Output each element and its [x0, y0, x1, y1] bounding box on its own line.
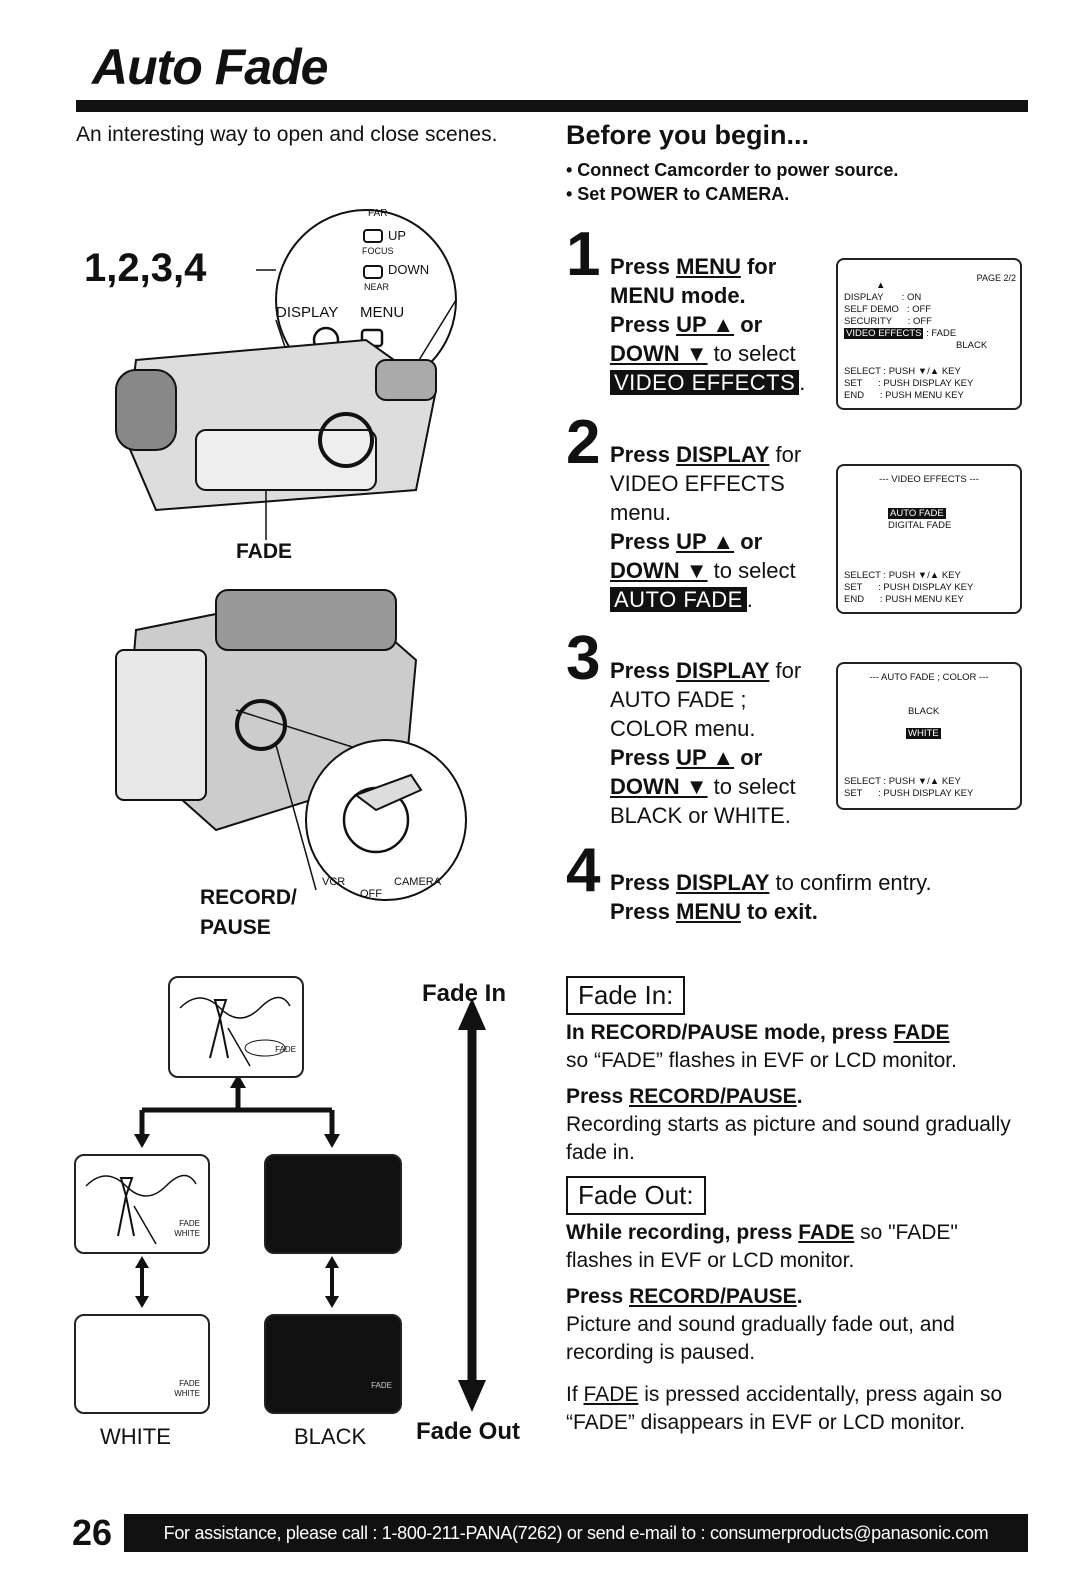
fade-in-heading: Fade In:: [566, 976, 686, 1015]
far-label: FAR: [368, 208, 388, 219]
before-you-begin-heading: Before you begin...: [566, 120, 810, 150]
fade-out-label: Fade Out: [416, 1418, 521, 1445]
step-reference-numbers: 1,2,3,4: [84, 246, 207, 290]
assistance-footer: For assistance, please call : 1-800-211-…: [124, 1514, 1028, 1552]
menu-label: MENU: [360, 304, 405, 321]
fade-indicator: FADE: [275, 1045, 296, 1054]
step-number: 4: [566, 836, 601, 905]
focus-label: FOCUS: [362, 246, 394, 256]
intro-text: An interesting way to open and close sce…: [76, 123, 498, 146]
fade-label: FADE: [236, 540, 293, 563]
fade-flow-arrows: [134, 998, 486, 1412]
up-label: UP: [388, 228, 407, 243]
down-label: DOWN: [388, 262, 430, 277]
record-pause-label-line2: PAUSE: [200, 916, 271, 939]
fade-indicator: FADE: [179, 1219, 200, 1228]
white-indicator: WHITE: [174, 1229, 200, 1238]
selection-highlight: AUTO FADE: [610, 587, 747, 612]
step-4-text: Press DISPLAY to confirm entry. Press ME…: [610, 870, 932, 924]
fade-in-label: Fade In: [422, 980, 507, 1007]
fade-out-heading: Fade Out:: [566, 1176, 706, 1215]
vcr-label: VCR: [322, 876, 346, 888]
step-3-text: Press DISPLAY for AUTO FADE ; COLOR menu…: [610, 658, 802, 828]
fade-indicator: FADE: [371, 1381, 392, 1390]
step-number: 1: [566, 220, 601, 289]
off-label: OFF: [360, 888, 382, 900]
prerequisite-item: • Connect Camcorder to power source.: [566, 160, 899, 180]
fade-out-section: Fade Out: While recording, press FADE so…: [566, 1176, 1036, 1437]
display-label: DISPLAY: [276, 304, 339, 321]
camcorder-illustration: 1,2,3,4 FAR UP FOCUS DOWN NEAR DISPLAY M…: [76, 190, 536, 950]
golfer-scene-picture: [85, 1174, 197, 1245]
page-title: Auto Fade: [92, 39, 328, 95]
video-effects-menu-screen: --- VIDEO EFFECTS --- AUTO FADE DIGITAL …: [836, 464, 1022, 614]
fade-in-section: Fade In: In RECORD/PAUSE mode, press FAD…: [566, 976, 1036, 1167]
near-label: NEAR: [364, 282, 390, 292]
step-1-text: Press MENU for MENU mode. Press UP ▲ or …: [610, 254, 806, 395]
white-monitor: FADE WHITE: [74, 1314, 210, 1414]
white-indicator: WHITE: [174, 1389, 200, 1398]
step-number: 2: [566, 408, 601, 477]
white-label: WHITE: [100, 1424, 171, 1449]
auto-fade-color-menu-screen: --- AUTO FADE ; COLOR --- BLACK WHITE SE…: [836, 662, 1022, 810]
page-number: 26: [72, 1512, 113, 1553]
step-2-text: Press DISPLAY for VIDEO EFFECTS menu. Pr…: [610, 442, 802, 612]
fade-diagram: FADE FADE WHITE FADE WHITE FADE WHITE BL…: [70, 970, 550, 1470]
selection-highlight: VIDEO EFFECTS: [610, 370, 800, 395]
camera-label: CAMERA: [394, 876, 442, 888]
black-monitor: FADE: [264, 1314, 402, 1414]
record-pause-label-line1: RECORD/: [200, 886, 297, 909]
scene-monitor-fade-in: FADE: [168, 976, 304, 1078]
menu-screen-page-2: PAGE 2/2 ▲ DISPLAY : ON SELF DEMO : OFF …: [836, 258, 1022, 410]
black-monitor-mid: [264, 1154, 402, 1254]
step-number: 3: [566, 624, 601, 693]
fade-indicator: FADE: [179, 1379, 200, 1388]
title-rule: [76, 100, 1028, 112]
camcorder-drawing: [115, 209, 467, 901]
golfer-scene-picture: [179, 996, 291, 1067]
black-label: BLACK: [294, 1424, 367, 1449]
scene-monitor-white-fade: FADE WHITE: [74, 1154, 210, 1254]
prerequisite-item: • Set POWER to CAMERA.: [566, 184, 790, 204]
